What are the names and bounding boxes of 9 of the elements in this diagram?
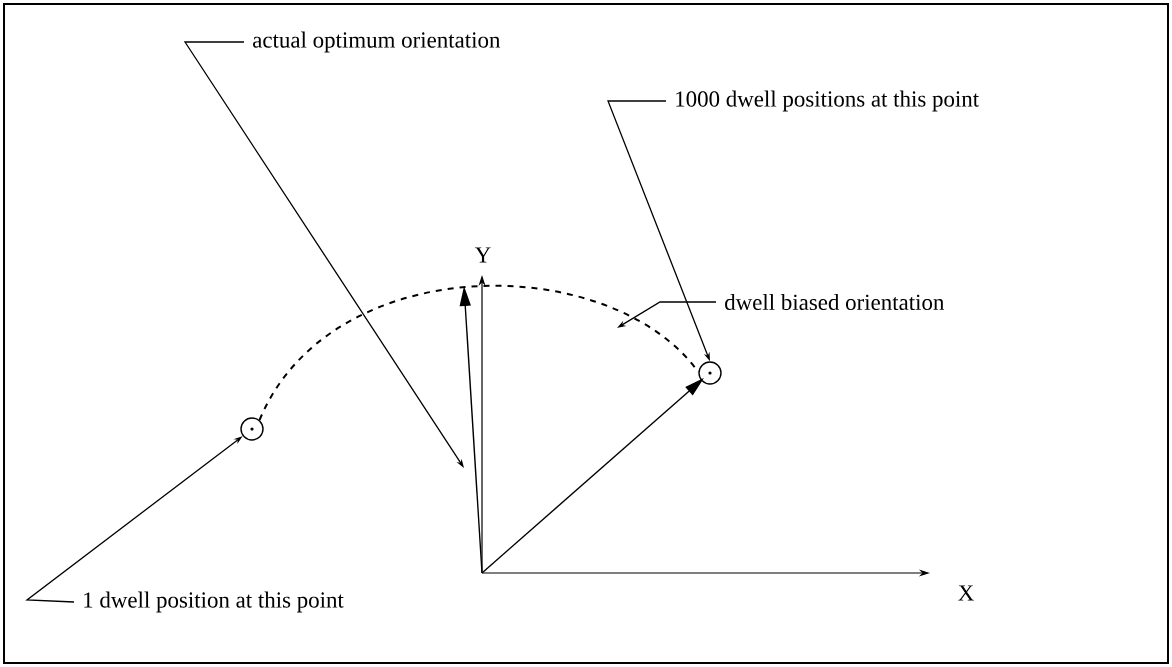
axis-label: X [958,585,974,601]
point-marker [240,417,264,441]
callout-text: actual optimum orientation [253,31,501,53]
callout-text: 1 dwell position at this point [84,591,344,613]
callout-text: 1000 dwell positions at this point [676,90,979,112]
callout-text: dwell biased orientation [725,293,945,311]
axis-label: Y [475,247,491,263]
dashed-arc [258,285,700,422]
point-marker [698,361,722,385]
